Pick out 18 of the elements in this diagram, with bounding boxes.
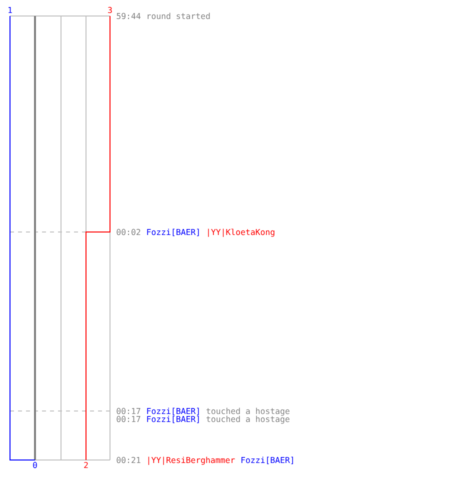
count-label: 2 — [84, 462, 88, 468]
timestamp: 00:21 — [116, 456, 140, 464]
player-name: Fozzi[BAER] — [242, 456, 293, 464]
timestamp: 59:44 — [116, 12, 140, 20]
event-text: round started — [148, 12, 210, 20]
player-name: Fozzi[BAER] — [147, 408, 199, 416]
player-name: |YY|ResiBerghammer — [148, 456, 235, 465]
event-text: touched a hostage — [206, 408, 290, 416]
player-name: Fozzi[BAER] — [147, 228, 199, 236]
event-text: touched a hostage — [206, 416, 290, 424]
timestamp: 00:17 — [116, 408, 140, 414]
count-label: 1 — [8, 7, 12, 13]
count-label: 0 — [33, 462, 37, 468]
player-name: Fozzi[BAER] — [147, 416, 199, 424]
count-label: 3 — [108, 6, 112, 14]
player-name: |YY|KloetaKong — [208, 228, 274, 237]
timestamp: 00:02 — [116, 228, 140, 236]
timestamp: 00:17 — [116, 416, 140, 422]
